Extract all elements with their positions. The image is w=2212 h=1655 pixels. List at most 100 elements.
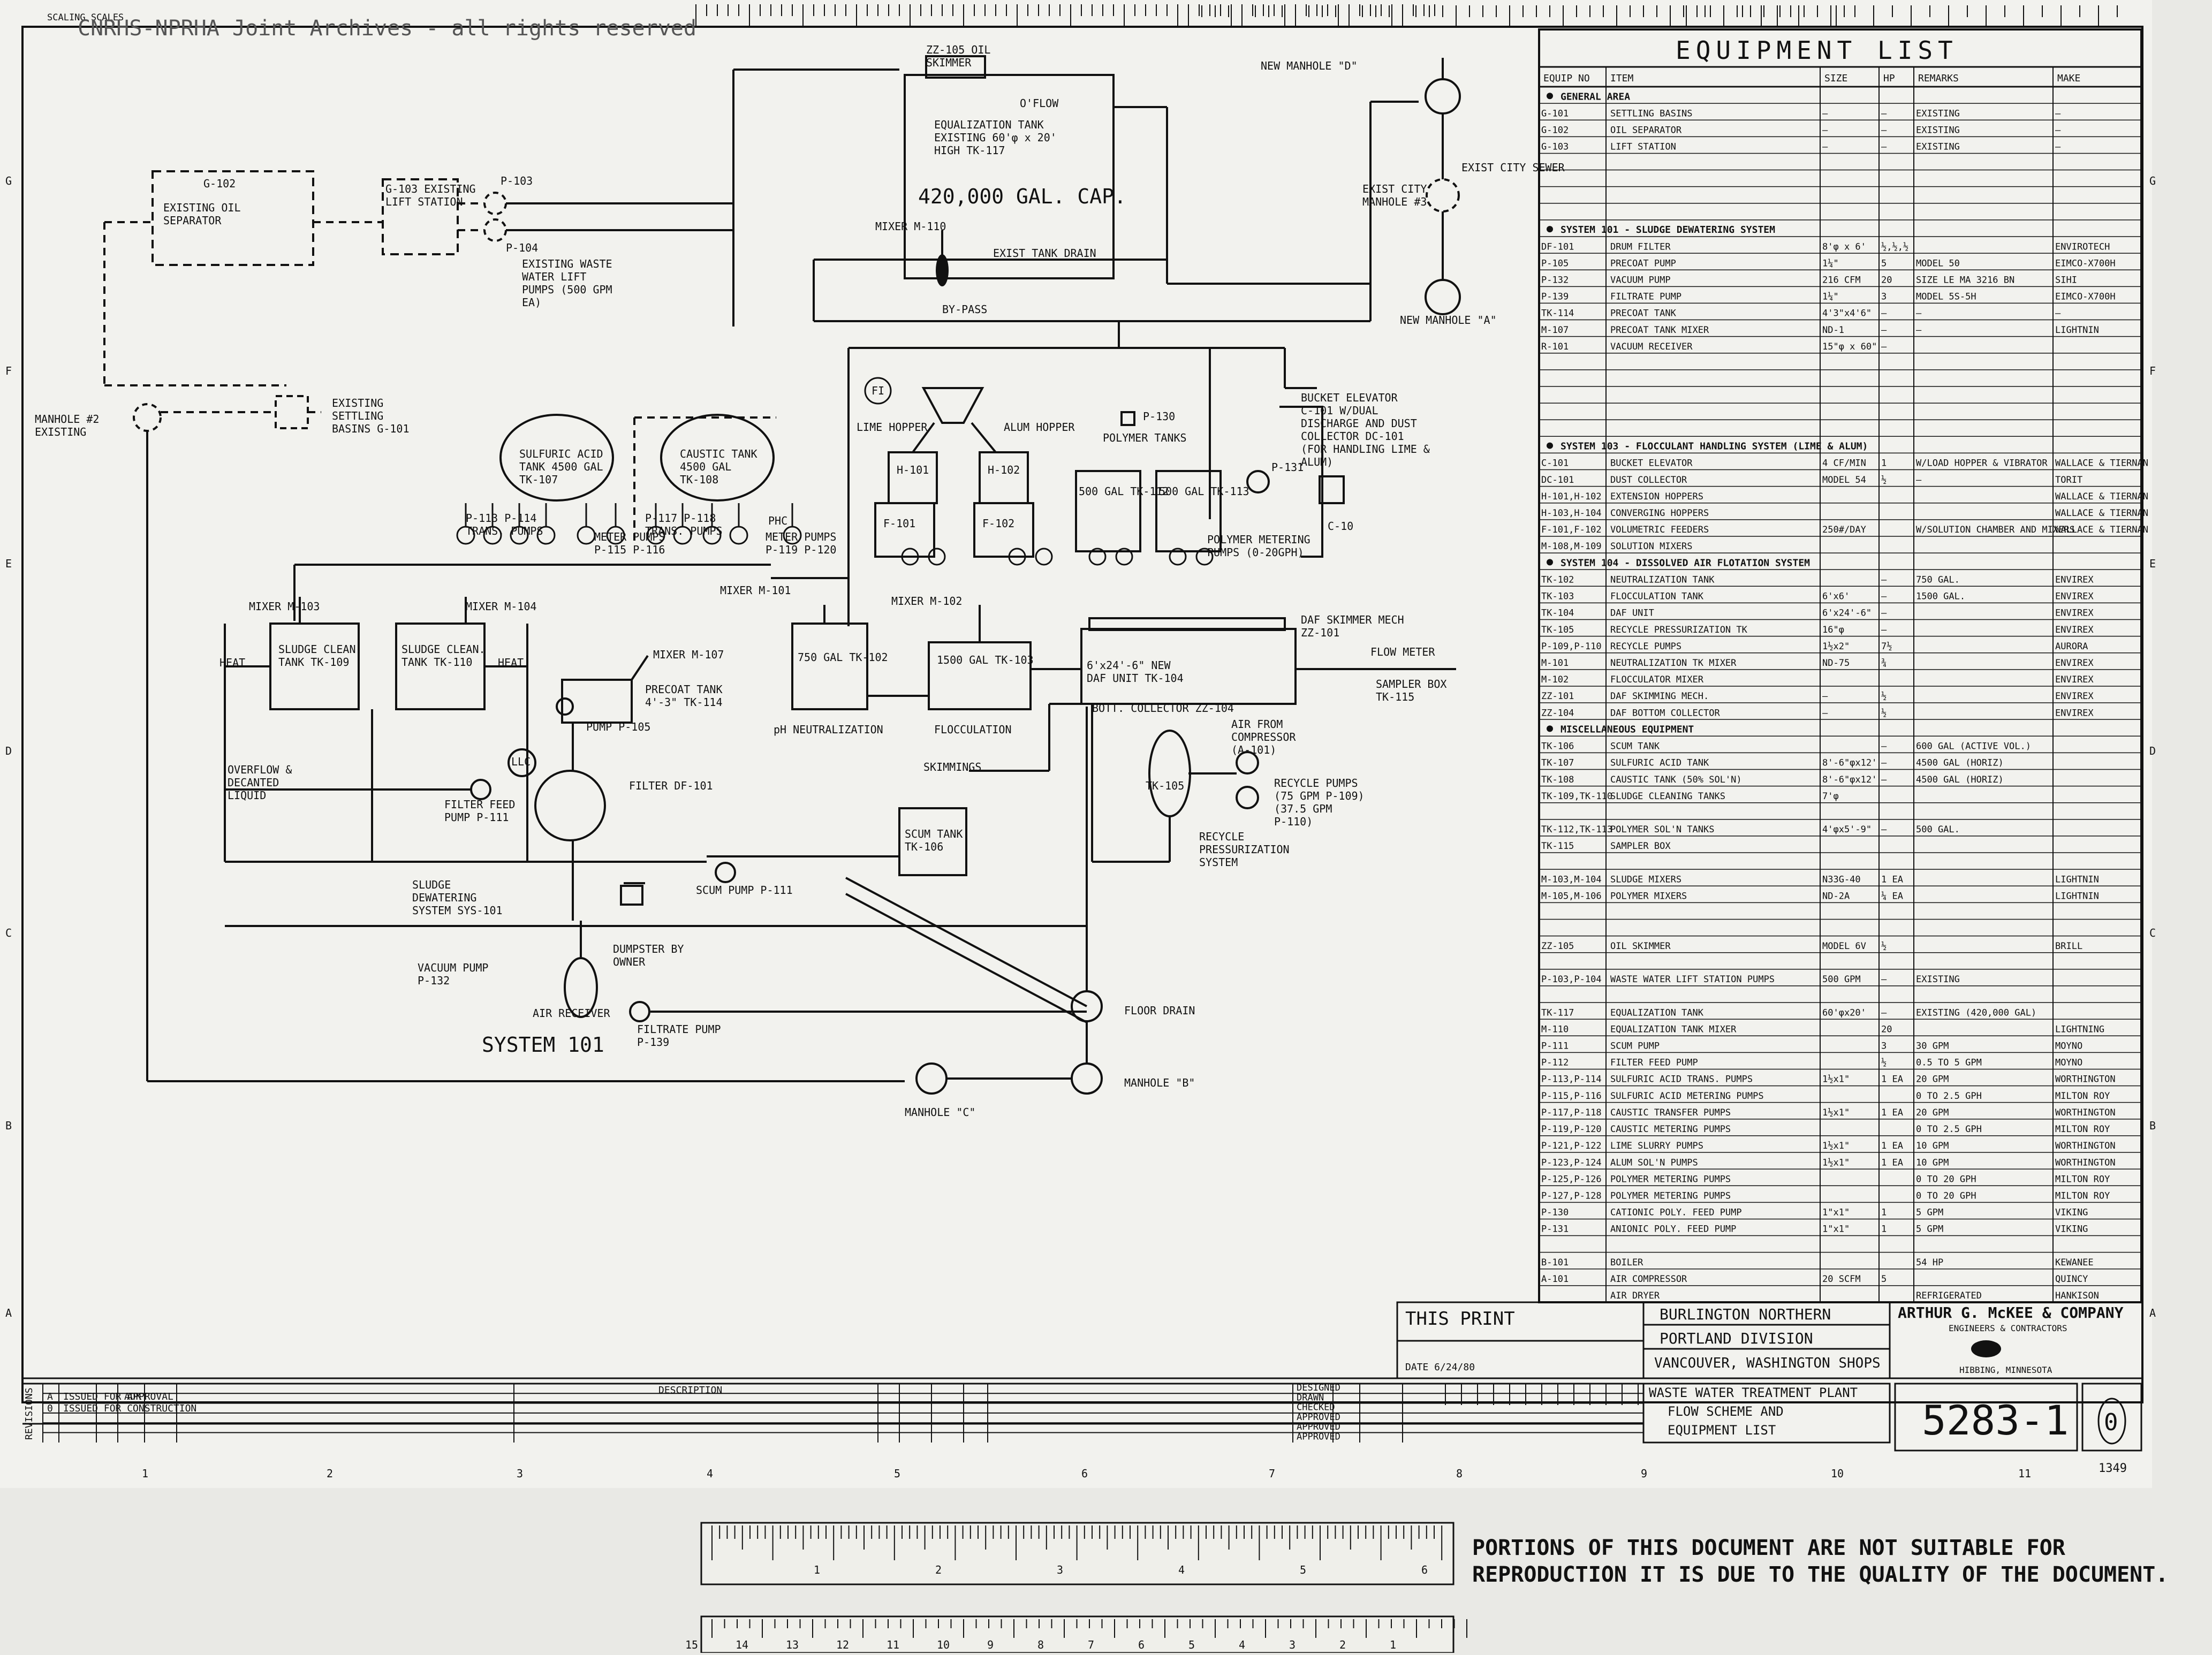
label-airrec: AIR RECEIVER [533, 1007, 610, 1020]
equipment-item: AIR DRYER [1610, 1290, 1660, 1301]
equipment-item: VACUUM PUMP [1610, 275, 1671, 285]
equipment-make: VIKING [2055, 1224, 2088, 1235]
equipment-item: DAF UNIT [1610, 608, 1654, 619]
equipment-remarks: MODEL 5S-5H [1916, 292, 1976, 302]
zone-row-right: B [2149, 1119, 2156, 1132]
equipment-item: PRECOAT TANK [1610, 308, 1677, 319]
equipment-hp: 3 [1881, 1041, 1887, 1052]
equipment-hp: — [1881, 625, 1887, 635]
zone-column-number: 7 [1269, 1467, 1275, 1480]
equipment-remarks: EXISTING [1916, 974, 1960, 985]
equipment-no: P-119,P-120 [1541, 1124, 1602, 1135]
equipment-no: P-139 [1541, 292, 1569, 302]
equipment-remarks: 0 TO 2.5 GPH [1916, 1091, 1982, 1102]
equipment-make: LIGHTNING [2055, 1024, 2104, 1035]
equipment-hp: — [1881, 125, 1887, 135]
location-name: VANCOUVER, WASHINGTON SHOPS [1654, 1355, 1881, 1371]
equipment-no: G-102 [1541, 125, 1569, 135]
equipment-header: SIZE [1824, 73, 1847, 84]
equipment-item: SETTLING BASINS [1610, 108, 1693, 119]
equipment-make: ENVIREX [2055, 674, 2094, 685]
equipment-remarks: 10 GPM [1916, 1157, 1949, 1168]
signature-label: DRAWN [1297, 1392, 1324, 1403]
equipment-make: — [2055, 142, 2061, 153]
equipment-remarks: 0 TO 20 GPH [1916, 1190, 1976, 1201]
equipment-no: P-127,P-128 [1541, 1190, 1602, 1201]
equipment-no: TK-117 [1541, 1007, 1574, 1018]
zone-row-left: E [5, 557, 12, 570]
equipment-size: 15"φ x 60" [1822, 341, 1877, 352]
equipment-item: RECYCLE PRESSURIZATION TK [1610, 625, 1748, 635]
revisions-side-label: REVISIONS [24, 1387, 35, 1440]
equipment-size: 7'φ [1822, 791, 1839, 802]
revision-description: ISSUED FOR APPROVAL [63, 1391, 173, 1402]
equipment-item: SULFURIC ACID METERING PUMPS [1610, 1091, 1764, 1102]
label-eqcap: 420,000 GAL. CAP. [918, 185, 1126, 208]
label-mixer110: MIXER M-110 [875, 220, 946, 233]
equipment-hp: 7½ [1881, 641, 1892, 652]
equipment-size: 4 CF/MIN [1822, 458, 1866, 469]
equipment-make: ENVIREX [2055, 658, 2094, 669]
equipment-no: TK-105 [1541, 625, 1574, 635]
equipment-remarks: 4500 GAL (HORIZ) [1916, 758, 2004, 769]
signature-label: APPROVED [1297, 1412, 1340, 1423]
equipment-no: TK-112,TK-113 [1541, 824, 1612, 835]
equipment-no: TK-104 [1541, 608, 1574, 619]
label-mixer101: MIXER M-101 [720, 584, 791, 597]
equipment-hp: 1 EA [1881, 1074, 1903, 1085]
label-alum: ALUM HOPPER [1004, 421, 1075, 434]
equipment-make: WORTHINGTON [2055, 1107, 2116, 1118]
zone-row-left: B [5, 1119, 12, 1132]
equipment-hp: 1 EA [1881, 1107, 1903, 1118]
equipment-item: VACUUM RECEIVER [1610, 341, 1693, 352]
label-tk109: SLUDGE CLEAN.TANK TK-109 [278, 643, 362, 669]
equipment-size: 1½x2" [1822, 641, 1850, 652]
equipment-make: QUINCY [2055, 1274, 2088, 1285]
equipment-size: 1¼" [1822, 292, 1839, 302]
equipment-size: N33G-40 [1822, 874, 1861, 885]
reproduction-notice: PORTIONS OF THIS DOCUMENT ARE NOT SUITAB… [1472, 1536, 2168, 1587]
equipment-item: DRUM FILTER [1610, 241, 1671, 252]
equipment-remarks: 500 GAL. [1916, 824, 1960, 835]
equipment-header: MAKE [2057, 73, 2080, 84]
equipment-size: 6'x6' [1822, 591, 1850, 602]
equipment-size: 6'x24'-6" [1822, 608, 1872, 619]
equipment-remarks: EXISTING (420,000 GAL) [1916, 1007, 2036, 1018]
equipment-remarks: MODEL 50 [1916, 258, 1960, 269]
equipment-no: P-115,P-116 [1541, 1091, 1602, 1102]
equipment-no: P-109,P-110 [1541, 641, 1602, 652]
label-oflow: O'FLOW [1020, 97, 1059, 110]
ruler-cm-number: 14 [736, 1638, 748, 1651]
equipment-item: DAF BOTTOM COLLECTOR [1610, 708, 1720, 718]
equipment-size: 16"φ [1822, 625, 1844, 635]
pump-symbol [1035, 548, 1053, 566]
equipment-remarks: 20 GPM [1916, 1074, 1949, 1085]
equipment-no: M-102 [1541, 674, 1569, 685]
equipment-size: ND-1 [1822, 325, 1844, 336]
signature-label: CHECKED [1297, 1402, 1335, 1413]
equipment-no: M-103,M-104 [1541, 874, 1602, 885]
equipment-hp: — [1881, 608, 1887, 619]
equipment-make: WORTHINGTON [2055, 1074, 2116, 1085]
equipment-item: POLYMER SOL'N TANKS [1610, 824, 1714, 835]
equipment-hp: ½,½,½ [1881, 241, 1908, 252]
